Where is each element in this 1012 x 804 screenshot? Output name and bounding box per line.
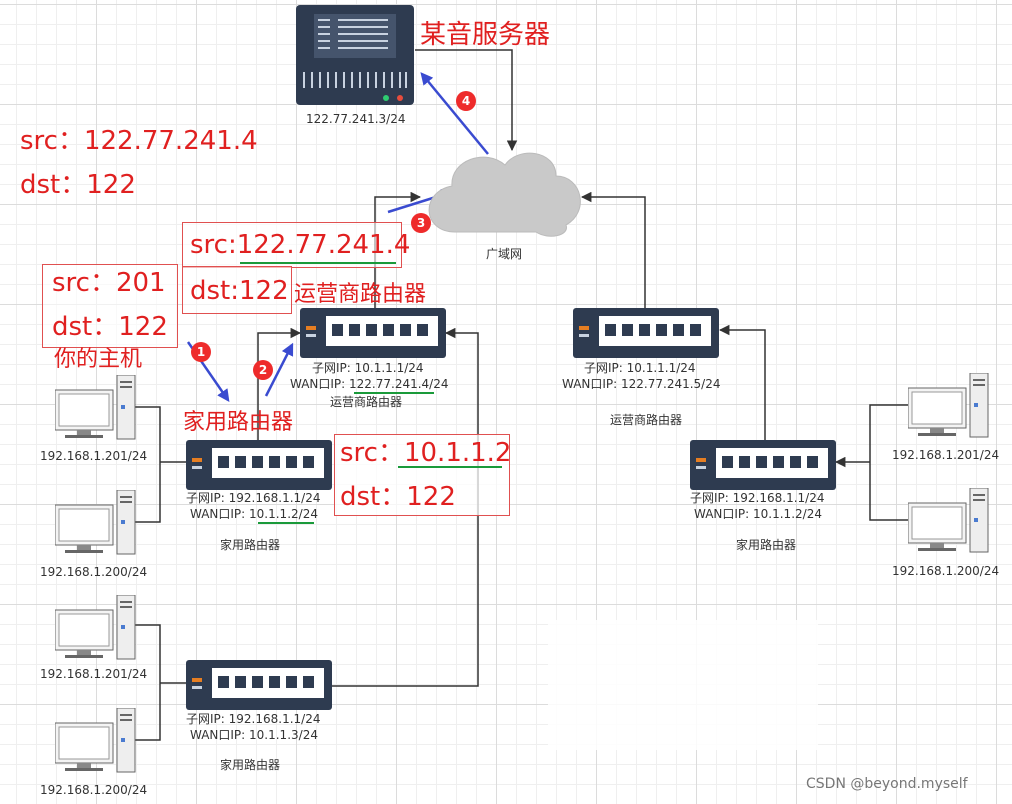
home-packet-box (334, 434, 510, 516)
host-computer-icon (55, 375, 136, 440)
blank-area (548, 620, 818, 750)
home-src-label: src：10.1.1.2 (340, 438, 511, 468)
your-host-caption: 你的主机 (54, 347, 143, 372)
host-ip: 192.168.1.201/24 (40, 667, 148, 681)
cloud-label: 广域网 (486, 247, 523, 261)
home-src-value: 10.1.1.2 (403, 438, 512, 468)
home1-name: 家用路由器 (220, 538, 281, 552)
top-dst-label: dst：122 (20, 170, 136, 200)
home-router-2-icon (186, 660, 332, 710)
wan-src-label: src:122.77.241.4 (190, 230, 410, 260)
home2-wan: WAN口IP: 10.1.1.3/24 (190, 728, 318, 742)
isp-left-subnet: 子网IP: 10.1.1.1/24 (312, 361, 424, 375)
isp-router-caption: 运营商路由器 (294, 282, 427, 307)
isp-left-name: 运营商路由器 (330, 395, 403, 409)
wan-packet-box (182, 222, 402, 268)
home-src-prefix: src： (340, 438, 404, 468)
host-computer-icon (55, 595, 136, 660)
host-src-label: src：201 (52, 268, 166, 298)
server-ip: 122.77.241.3/24 (306, 112, 406, 126)
isp-right-subnet: 子网IP: 10.1.1.1/24 (584, 361, 696, 375)
home-router-1-icon (186, 440, 332, 490)
home2-subnet: 子网IP: 192.168.1.1/24 (186, 712, 321, 726)
host-computer-icon (908, 373, 989, 438)
isp-router-right-icon (573, 308, 719, 358)
home-router-caption: 家用路由器 (183, 410, 294, 435)
host-ip: 192.168.1.201/24 (892, 448, 1000, 462)
home1-wan-underline (258, 522, 314, 524)
home1-wan: WAN口IP: 10.1.1.2/24 (190, 507, 318, 521)
wan-src-value: 122.77.241.4 (236, 230, 411, 260)
home3-name: 家用路由器 (736, 538, 797, 552)
host-packet-box (42, 264, 178, 348)
watermark: CSDN @beyond.myself (806, 776, 968, 792)
home-dst-label: dst：122 (340, 482, 456, 512)
host-computer-icon (55, 490, 136, 555)
isp-left-wan: WAN口IP: 122.77.241.4/24 (290, 377, 449, 391)
step-badge-4: 4 (456, 91, 476, 111)
wan-src-prefix: src: (190, 230, 237, 260)
isp-right-name: 运营商路由器 (610, 413, 683, 427)
wan-dst-box (182, 266, 292, 314)
host-computer-icon (55, 708, 136, 773)
home-src-underline (398, 466, 502, 468)
host-ip: 192.168.1.200/24 (40, 783, 148, 797)
wan-src-underline (240, 262, 396, 264)
isp-left-wan-underline (354, 392, 434, 394)
wan-cloud (428, 152, 581, 237)
isp-right-wan: WAN口IP: 122.77.241.5/24 (562, 377, 721, 391)
host-dst-label: dst：122 (52, 312, 168, 342)
host-computer-icon (908, 488, 989, 553)
home3-subnet: 子网IP: 192.168.1.1/24 (690, 491, 825, 505)
host-ip: 192.168.1.201/24 (40, 449, 148, 463)
host-ip: 192.168.1.200/24 (40, 565, 148, 579)
server-title: 某音服务器 (420, 20, 551, 50)
step-badge-1: 1 (191, 342, 211, 362)
isp-router-left-icon (300, 308, 446, 358)
top-src-label: src：122.77.241.4 (20, 126, 258, 156)
home3-wan: WAN口IP: 10.1.1.2/24 (694, 507, 822, 521)
home2-name: 家用路由器 (220, 758, 281, 772)
host-ip: 192.168.1.200/24 (892, 564, 1000, 578)
server-icon (296, 5, 414, 105)
home-router-3-icon (690, 440, 836, 490)
step-badge-3: 3 (411, 213, 431, 233)
wan-dst-label: dst:122 (190, 276, 289, 306)
step-badge-2: 2 (253, 360, 273, 380)
home1-subnet: 子网IP: 192.168.1.1/24 (186, 491, 321, 505)
